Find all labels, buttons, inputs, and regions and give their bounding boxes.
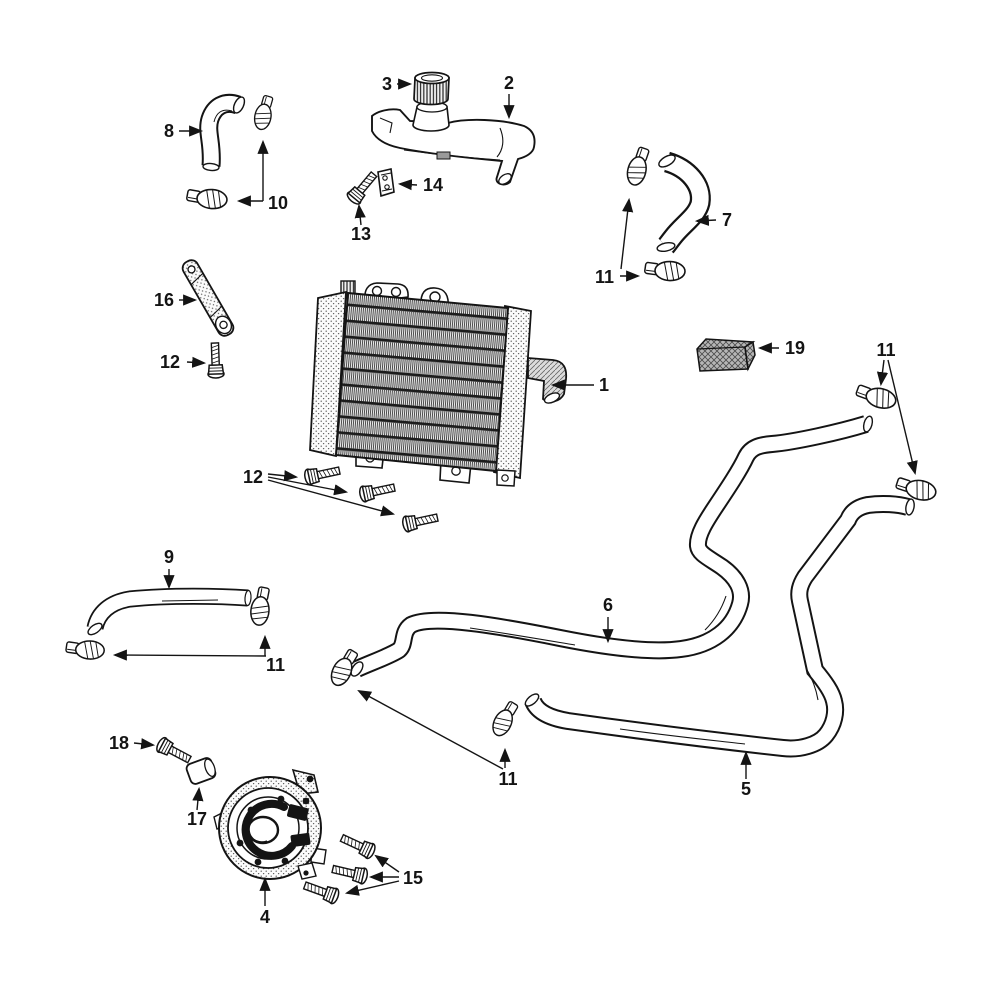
callout-clamp-straight: 11 bbox=[266, 655, 285, 675]
callout-strap-bracket: 16 bbox=[154, 290, 174, 310]
callout-clamp-center: 11 bbox=[498, 769, 517, 789]
filler-neck bbox=[412, 101, 450, 132]
callout-foam-pad: 19 bbox=[785, 338, 805, 358]
tank-elbow-hose bbox=[656, 151, 711, 254]
foam-pad bbox=[696, 338, 756, 372]
strap-bracket bbox=[181, 259, 235, 337]
water-pump bbox=[213, 768, 327, 880]
callout-clamp-elbow: 11 bbox=[595, 267, 614, 287]
tank-bracket bbox=[377, 168, 395, 198]
radiator bbox=[309, 280, 568, 487]
callout-labels: 1 2 3 4 5 6 7 8 9 10 11 11 11 11 12 12 1… bbox=[109, 73, 896, 927]
callout-overflow-hose: 8 bbox=[164, 121, 174, 141]
leader-lines bbox=[112, 78, 918, 906]
callout-tank-hose: 7 bbox=[722, 210, 732, 230]
outlet-straight-hose bbox=[86, 587, 252, 636]
spacer-bushing bbox=[185, 757, 217, 785]
callout-clamp-pair: 10 bbox=[268, 193, 288, 213]
callout-water-pump: 4 bbox=[260, 907, 270, 927]
callout-clamp-right: 11 bbox=[876, 340, 895, 360]
callout-filler-cap: 3 bbox=[382, 74, 392, 94]
filler-cap bbox=[413, 71, 450, 106]
callout-bolt-single: 12 bbox=[160, 352, 180, 372]
lower-long-hose bbox=[524, 494, 915, 758]
overflow-hose bbox=[199, 93, 246, 172]
callout-straight-hose: 9 bbox=[164, 547, 174, 567]
upper-long-hose bbox=[350, 415, 874, 678]
callout-tank-bracket: 14 bbox=[423, 175, 443, 195]
callout-mount-bolt: 18 bbox=[109, 733, 129, 753]
callout-bolt-tank: 13 bbox=[351, 224, 371, 244]
callout-radiator: 1 bbox=[599, 375, 609, 395]
callout-upper-hose: 6 bbox=[603, 595, 613, 615]
callout-expansion-tank: 2 bbox=[504, 73, 514, 93]
callout-bolt-pump-set: 15 bbox=[403, 868, 423, 888]
callout-bolt-set: 12 bbox=[243, 467, 263, 487]
callout-lower-hose: 5 bbox=[741, 779, 751, 799]
callout-spacer: 17 bbox=[187, 809, 207, 829]
